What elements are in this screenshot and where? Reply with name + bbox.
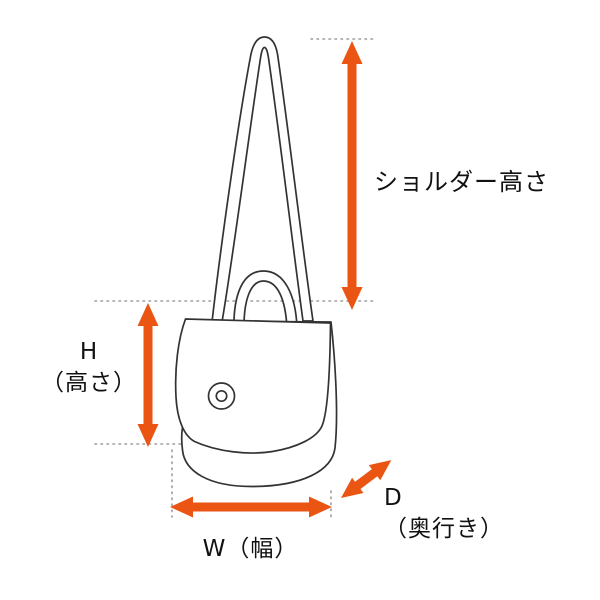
width-label: W（幅） (202, 536, 299, 562)
depth-label-symbol: D (384, 485, 403, 511)
height-label-symbol: H (79, 339, 99, 365)
shoulder-height-label: ショルダー高さ (374, 168, 549, 196)
height-label: H （高さ） (24, 337, 154, 399)
shoulder-height-arrow (341, 41, 363, 310)
height-label-name: （高さ） (41, 370, 137, 396)
depth-arrow (341, 460, 392, 498)
bag-illustration (174, 36, 338, 488)
guide-lines (94, 38, 377, 518)
dimension-arrows (137, 41, 392, 518)
depth-label-name: （奥行き） (384, 516, 504, 542)
bag-clasp-inner (215, 389, 228, 403)
bag-front-flap (174, 318, 332, 454)
depth-label: D （奥行き） (384, 483, 504, 545)
width-arrow (170, 496, 332, 518)
height-arrow (137, 303, 159, 447)
